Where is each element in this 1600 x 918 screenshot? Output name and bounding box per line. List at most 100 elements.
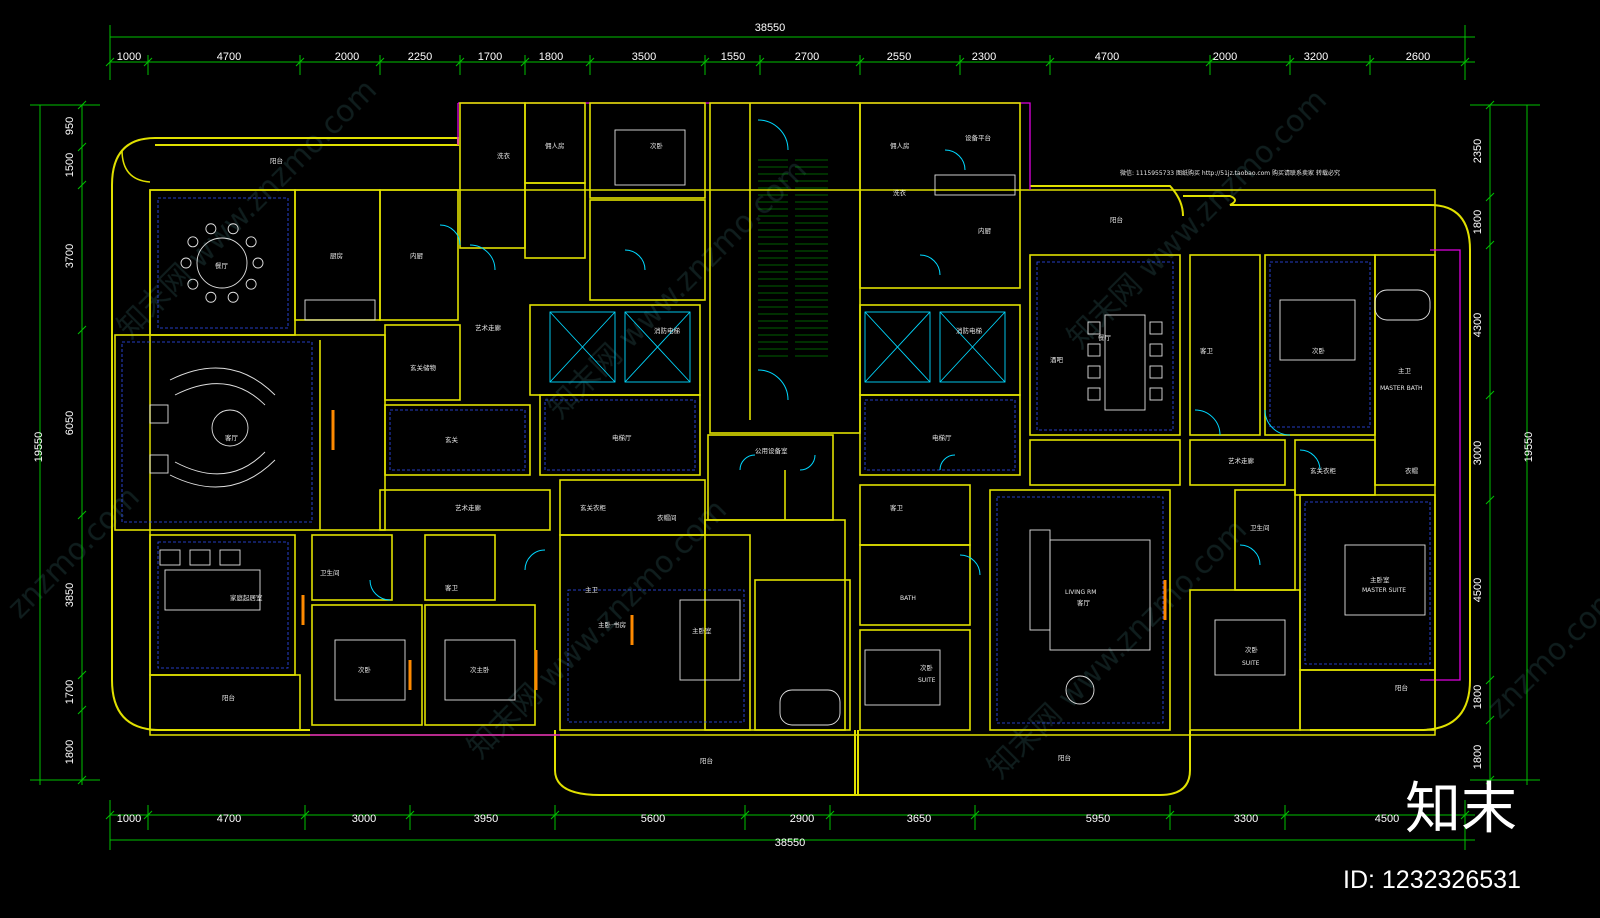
room-label: 次卧 [1245, 645, 1259, 654]
room-label: MASTER SUITE [1362, 587, 1406, 594]
room-label: 电梯厅 [932, 433, 952, 442]
furniture [149, 129, 1431, 726]
room-label: 主卫 [585, 585, 599, 594]
dim-tick [1485, 240, 1495, 250]
chair [245, 278, 257, 290]
dim-right-total: 19550 [1523, 432, 1535, 463]
dim-tick [1485, 715, 1495, 725]
dim-top: 2550 [887, 51, 911, 63]
room-label: 设备平台 [965, 133, 991, 142]
room-label: 卫生间 [1250, 523, 1270, 532]
chair [245, 236, 257, 248]
chair [1087, 387, 1101, 401]
room-label: SUITE [918, 677, 936, 684]
room-label: 洗衣 [893, 188, 907, 197]
dim-top: 2700 [795, 51, 819, 63]
dim-bottom-total: 38550 [775, 837, 806, 849]
room-label: 衣帽 [1405, 466, 1419, 475]
room-label: 次卧 [1312, 346, 1326, 355]
room-label: 公用设备室 [755, 446, 788, 455]
room-label: 卫生间 [320, 568, 340, 577]
dim-bottom: 3000 [352, 813, 376, 825]
dim-top-total: 38550 [755, 22, 786, 34]
room-label: 次卧 [358, 665, 372, 674]
room-label: 阳台 [1058, 753, 1071, 762]
dim-top: 4700 [217, 51, 241, 63]
dim-left-total: 19550 [33, 432, 45, 463]
watermark-text: 知末网 www.znzmo.com [981, 513, 1254, 786]
dim-tick [77, 100, 87, 110]
dim-top: 4700 [1095, 51, 1119, 63]
chair [227, 291, 239, 303]
dim-tick [1485, 390, 1495, 400]
dim-right: 1800 [1472, 685, 1484, 709]
dim-left: 950 [64, 117, 76, 135]
dim-right: 2350 [1472, 139, 1484, 163]
room-label: 次主卧 [470, 665, 490, 674]
room-label: 电梯厅 [612, 433, 632, 442]
brand-logo: 知末 [1405, 777, 1517, 842]
room-label: BATH [900, 595, 916, 602]
room-label: 消防电梯 [956, 326, 983, 335]
dim-tick [1485, 775, 1495, 785]
room-label: 玄关储物 [410, 363, 437, 372]
chair [180, 257, 192, 269]
room-label: MASTER BATH [1380, 385, 1423, 392]
dim-left: 3850 [64, 583, 76, 607]
dim-bottom: 1000 [117, 813, 141, 825]
room-label: 客厅 [1077, 598, 1091, 607]
dims-right: 2350 1800 4300 3000 4500 1800 1800 [1472, 139, 1484, 769]
dim-bottom: 3650 [907, 813, 931, 825]
chair [1149, 321, 1163, 335]
dim-left: 6050 [64, 411, 76, 435]
room-label: 艺术走廊 [455, 503, 482, 512]
room-label: 阳台 [222, 693, 235, 702]
chair [252, 257, 264, 269]
dim-left: 1700 [64, 680, 76, 704]
room-label: 洗衣 [497, 151, 511, 160]
dim-top: 1700 [478, 51, 502, 63]
room-label: 艺术走廊 [1228, 456, 1255, 465]
dim-tick [77, 670, 87, 680]
dim-tick [77, 705, 87, 715]
stair-treads [758, 159, 828, 357]
room-label: 酒吧 [1050, 356, 1064, 364]
room-label: 主卧室 [1370, 575, 1390, 584]
dim-top: 2000 [1213, 51, 1237, 63]
dim-right: 4500 [1472, 578, 1484, 602]
chair [1149, 343, 1163, 357]
dim-right: 4300 [1472, 313, 1484, 337]
room-label: 厨房 [330, 251, 343, 260]
room-label: 主卫 [1398, 366, 1412, 375]
dim-right: 1800 [1472, 210, 1484, 234]
dim-top: 1550 [721, 51, 745, 63]
dim-top: 1800 [539, 51, 563, 63]
room-label: 内厨 [410, 251, 424, 260]
dims-bottom: 1000 4700 3000 3950 5600 2900 3650 5950 … [117, 813, 1399, 825]
chair [1149, 365, 1163, 379]
dims-left: 950 1500 3700 6050 3850 1700 1800 [64, 117, 76, 764]
chair [1087, 343, 1101, 357]
room-label: 阳台 [270, 156, 283, 165]
chair [1087, 365, 1101, 379]
dim-left: 1800 [64, 740, 76, 764]
room-label: SUITE [1242, 660, 1260, 667]
dim-top: 2250 [408, 51, 432, 63]
room-label: 阳台 [1110, 215, 1123, 224]
room-label: 次卧 [920, 663, 934, 672]
dim-tick [77, 325, 87, 335]
chair [1087, 321, 1101, 335]
room-label: 艺术走廊 [475, 323, 502, 332]
watermark-text: znzmo.com [1481, 580, 1600, 726]
dim-right: 3000 [1472, 441, 1484, 465]
dimension-lines [30, 25, 1540, 850]
room-label: 主卧·书房 [598, 620, 626, 629]
room-label: 家庭起居室 [230, 593, 263, 602]
dim-right: 1800 [1472, 745, 1484, 769]
room-label: 餐厅 [215, 261, 229, 270]
dim-tick [1485, 100, 1495, 110]
room-labels: 阳台 餐厅 厨房 内厨 洗衣 佣人房 次卧 消防电梯 艺术走廊 玄关储物 玄关 … [215, 133, 1423, 765]
interior-walls [114, 102, 1436, 731]
dim-top: 2300 [972, 51, 996, 63]
